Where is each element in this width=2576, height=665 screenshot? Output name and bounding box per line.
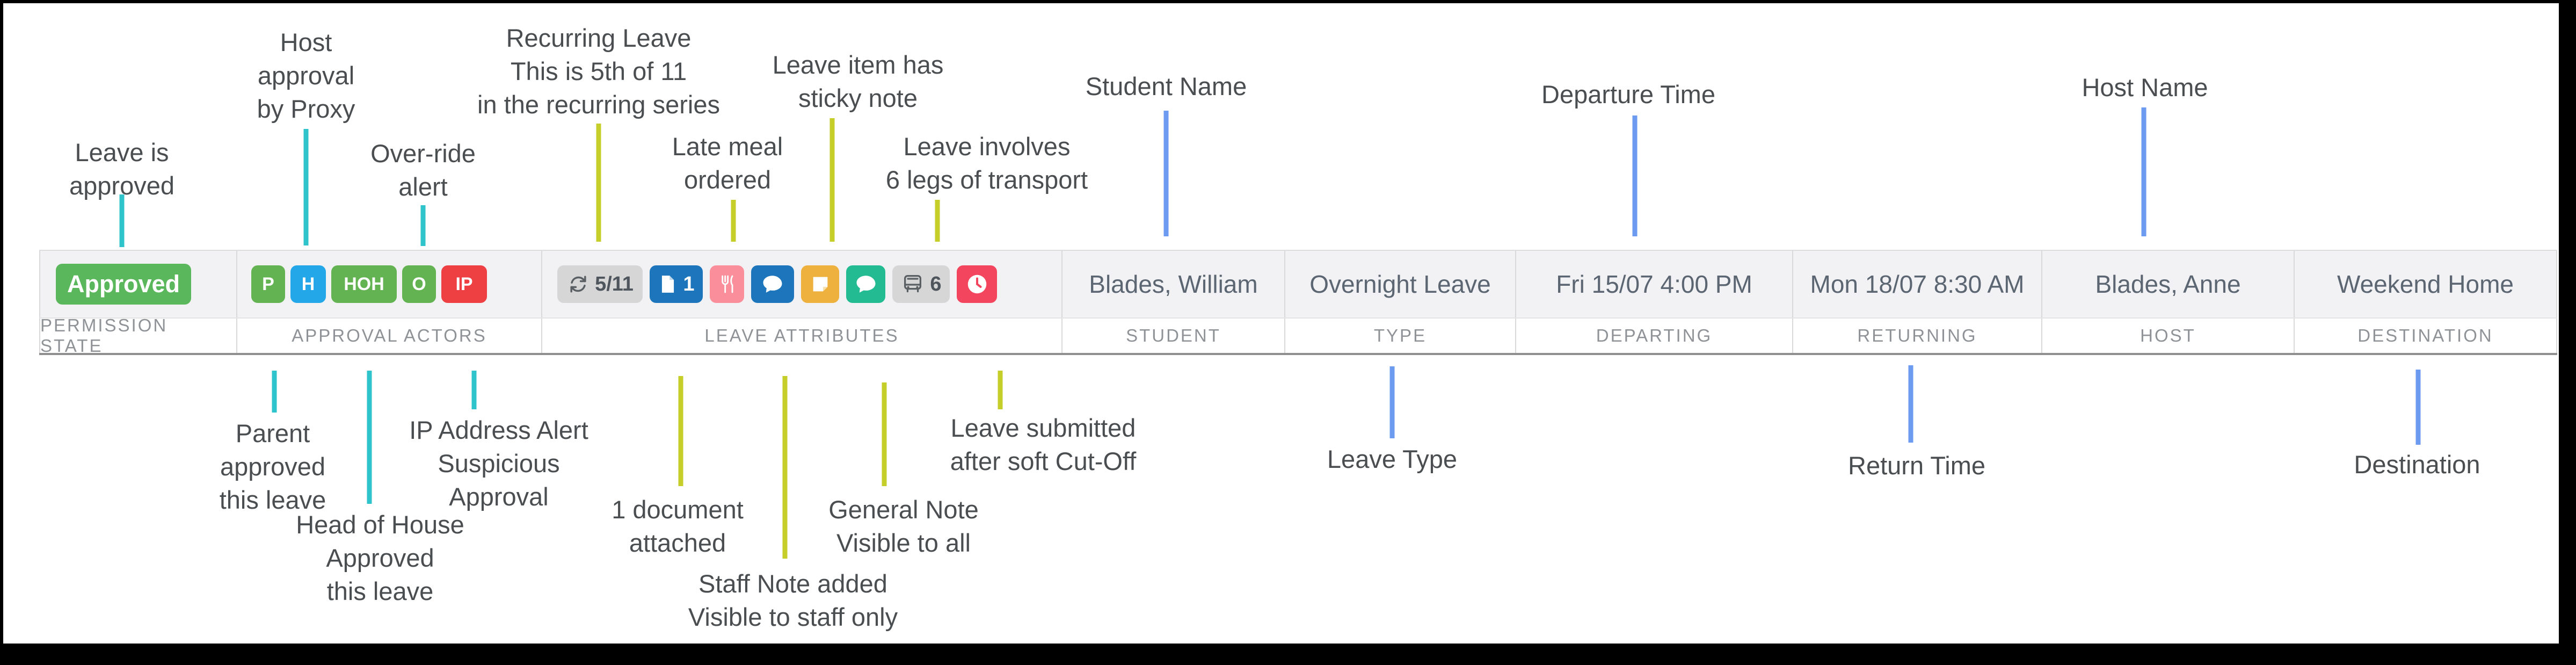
leave-row[interactable]: Approved P H HOH O IP 5/11 bbox=[39, 251, 2557, 319]
callout-leave-type: Leave Type bbox=[1327, 445, 1458, 473]
callout-line-leave-item-sticky-note bbox=[829, 118, 835, 242]
callout-line-host-name bbox=[2141, 107, 2146, 236]
actor-badge-ip-alert[interactable]: IP bbox=[441, 265, 487, 303]
label-host: HOST bbox=[2042, 319, 2295, 353]
callout-line-leave-is-approved bbox=[119, 194, 125, 247]
callout-line-staff-note bbox=[782, 376, 788, 559]
label-permission-state: PERMISSION STATE bbox=[39, 315, 237, 356]
callout-line-leave-type bbox=[1389, 366, 1395, 438]
type-value: Overnight Leave bbox=[1309, 270, 1491, 298]
callout-line-departure-time bbox=[1632, 115, 1638, 236]
document-icon bbox=[658, 274, 678, 294]
callout-line-recurring-leave bbox=[596, 124, 601, 242]
actor-badge-override[interactable]: O bbox=[402, 265, 436, 303]
label-type: TYPE bbox=[1285, 319, 1516, 353]
actor-badge-host[interactable]: H bbox=[290, 265, 326, 303]
chat-icon bbox=[855, 273, 877, 295]
meal-badge[interactable] bbox=[710, 265, 744, 303]
callout-line-destination bbox=[2415, 370, 2421, 445]
callout-line-host-approval-by-proxy bbox=[303, 129, 309, 245]
callout-departure-time: Departure Time bbox=[1541, 80, 1715, 109]
returning-cell[interactable]: Mon 18/07 8:30 AM bbox=[1793, 251, 2042, 317]
callout-line-ip-address-alert bbox=[471, 371, 477, 409]
leave-attributes-cell: 5/11 1 bbox=[542, 251, 1063, 317]
bus-icon bbox=[900, 272, 925, 297]
label-destination: DESTINATION bbox=[2295, 319, 2557, 353]
document-count: 1 bbox=[683, 272, 695, 295]
callout-return-time: Return Time bbox=[1848, 451, 1985, 480]
actor-badge-head-of-house[interactable]: HOH bbox=[331, 265, 397, 303]
callout-line-general-note bbox=[882, 382, 887, 486]
column-labels-row: PERMISSION STATE APPROVAL ACTORS LEAVE A… bbox=[39, 315, 2557, 356]
student-cell[interactable]: Blades, William bbox=[1063, 251, 1285, 317]
transport-leg-count: 6 bbox=[930, 272, 942, 295]
label-student: STUDENT bbox=[1063, 319, 1285, 353]
recurring-count: 5/11 bbox=[595, 272, 634, 295]
meal-icon bbox=[716, 273, 738, 295]
student-value: Blades, William bbox=[1089, 270, 1258, 298]
label-approval-actors: APPROVAL ACTORS bbox=[237, 319, 542, 353]
callout-line-over-ride-alert bbox=[420, 205, 426, 246]
actor-badge-parent[interactable]: P bbox=[251, 265, 285, 303]
callout-line-return-time bbox=[1908, 365, 1913, 443]
clock-icon bbox=[965, 272, 989, 297]
callout-line-leave-transport-legs bbox=[935, 200, 940, 242]
general-note-badge[interactable] bbox=[846, 265, 885, 303]
departing-value: Fri 15/07 4:00 PM bbox=[1556, 270, 1752, 298]
type-cell[interactable]: Overnight Leave bbox=[1285, 251, 1516, 317]
label-returning: RETURNING bbox=[1793, 319, 2042, 353]
leave-table: Approved P H HOH O IP 5/11 bbox=[39, 250, 2557, 356]
transport-badge[interactable]: 6 bbox=[892, 265, 950, 303]
callout-line-head-of-house-approved bbox=[367, 371, 372, 504]
departing-cell[interactable]: Fri 15/07 4:00 PM bbox=[1516, 251, 1793, 317]
callout-line-late-meal-ordered bbox=[731, 200, 736, 242]
callout-host-name: Host Name bbox=[2082, 73, 2208, 102]
sticky-note-badge[interactable] bbox=[801, 265, 839, 303]
staff-note-badge[interactable] bbox=[751, 265, 794, 303]
recurring-icon bbox=[566, 272, 590, 296]
permission-state-cell: Approved bbox=[39, 251, 237, 317]
callout-line-student-name bbox=[1163, 111, 1169, 236]
approval-actors-cell: P H HOH O IP bbox=[237, 251, 542, 317]
callout-line-parent-approved bbox=[272, 371, 277, 413]
destination-value: Weekend Home bbox=[2337, 270, 2514, 298]
callout-student-name: Student Name bbox=[1085, 72, 1247, 100]
host-cell[interactable]: Blades, Anne bbox=[2042, 251, 2295, 317]
note-icon bbox=[810, 273, 831, 295]
document-badge[interactable]: 1 bbox=[650, 265, 703, 303]
cutoff-clock-badge[interactable] bbox=[957, 265, 997, 303]
callout-line-soft-cutoff bbox=[998, 371, 1003, 409]
callout-line-document-attached bbox=[678, 376, 683, 486]
label-departing: DEPARTING bbox=[1516, 319, 1793, 353]
permission-state-badge[interactable]: Approved bbox=[56, 264, 191, 305]
recurring-badge[interactable]: 5/11 bbox=[557, 265, 643, 303]
destination-cell[interactable]: Weekend Home bbox=[2295, 251, 2557, 317]
chat-icon bbox=[761, 273, 784, 295]
label-leave-attributes: LEAVE ATTRIBUTES bbox=[542, 319, 1063, 353]
returning-value: Mon 18/07 8:30 AM bbox=[1810, 270, 2025, 298]
callout-destination: Destination bbox=[2354, 450, 2480, 479]
host-value: Blades, Anne bbox=[2095, 270, 2241, 298]
